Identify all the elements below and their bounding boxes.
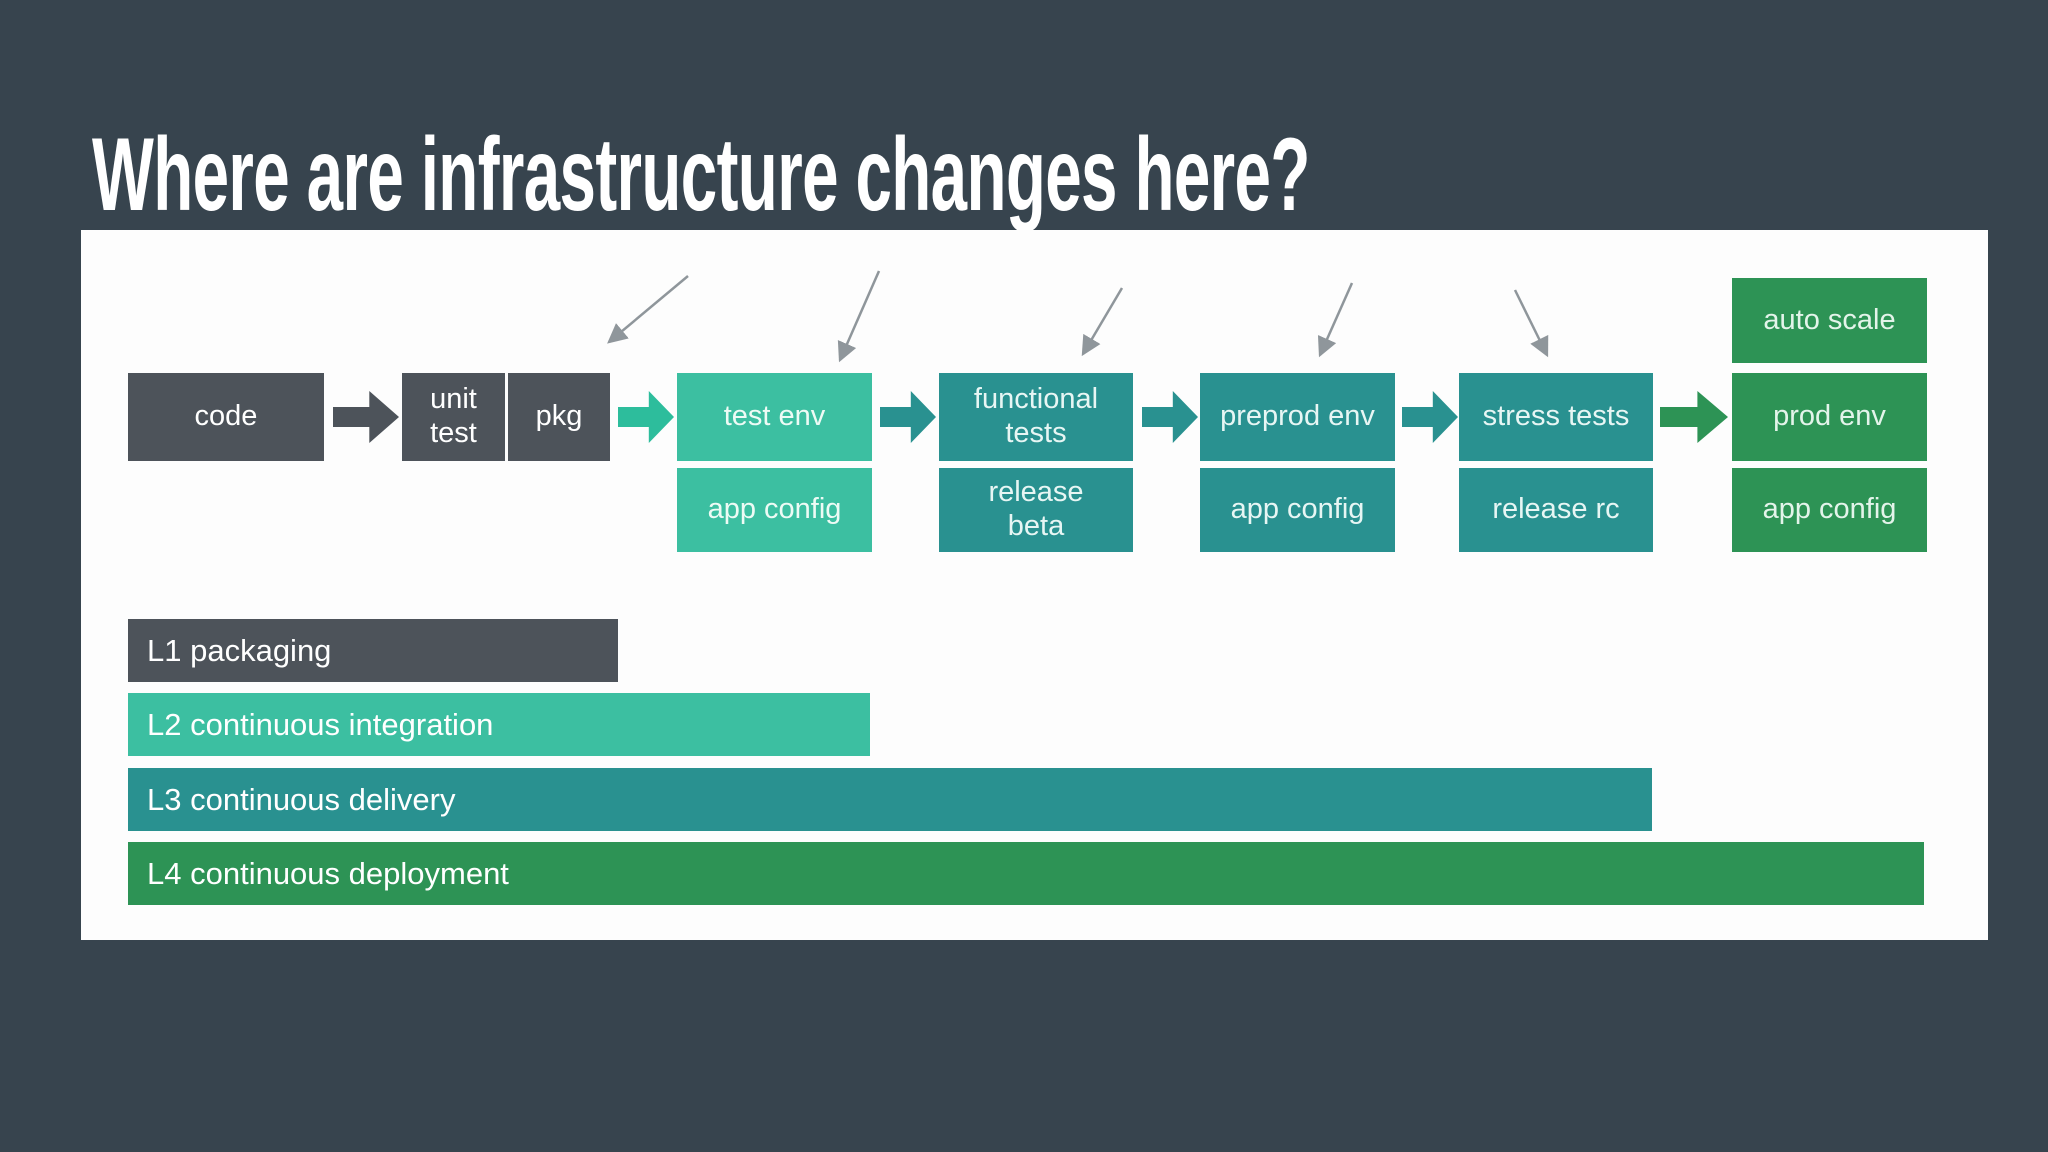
- stage-prod-env: prod env: [1732, 373, 1927, 461]
- right-arrow-icon: [1660, 391, 1728, 443]
- level-bar-l4: L4 continuous deployment: [128, 842, 1924, 905]
- diagram-panel: code unit test pkg test env functional t…: [81, 230, 1988, 940]
- right-arrow-icon: [333, 391, 399, 443]
- stage-functional-tests: functional tests: [939, 373, 1133, 461]
- stage-unit-test: unit test: [402, 373, 505, 461]
- level-label: L2 continuous integration: [147, 706, 494, 742]
- substage-release-rc: release rc: [1459, 468, 1653, 552]
- level-label: L3 continuous delivery: [147, 781, 456, 817]
- right-arrow-icon: [618, 391, 674, 443]
- stage-label: preprod env: [1220, 400, 1375, 433]
- stage-code: code: [128, 373, 324, 461]
- level-bar-l1: L1 packaging: [128, 619, 618, 682]
- level-label: L4 continuous deployment: [147, 855, 509, 891]
- stage-preprod-env: preprod env: [1200, 373, 1395, 461]
- substage-label: release beta: [988, 476, 1084, 542]
- diagonal-pointer-arrow-icon: [607, 275, 689, 344]
- stage-label: unit test: [430, 383, 477, 449]
- page-title: Where are infrastructure changes here?: [92, 117, 1310, 233]
- substage-label: app config: [1762, 493, 1897, 526]
- diagonal-pointer-arrow-icon: [1513, 289, 1549, 358]
- stage-label: stress tests: [1482, 400, 1630, 433]
- stage-label: code: [194, 400, 258, 433]
- diagonal-pointer-arrow-icon: [1317, 282, 1354, 358]
- stage-auto-scale: auto scale: [1732, 278, 1927, 363]
- stage-label: functional tests: [973, 383, 1099, 449]
- stage-test-env: test env: [677, 373, 872, 461]
- stage-label: pkg: [535, 400, 583, 433]
- substage-release-beta: release beta: [939, 468, 1133, 552]
- substage-app-config-preprod: app config: [1200, 468, 1395, 552]
- right-arrow-icon: [1402, 391, 1458, 443]
- right-arrow-icon: [880, 391, 936, 443]
- stage-pkg: pkg: [508, 373, 610, 461]
- diagonal-pointer-arrow-icon: [837, 270, 881, 363]
- stage-label: test env: [723, 400, 826, 433]
- stage-label: auto scale: [1763, 303, 1896, 336]
- substage-label: app config: [707, 493, 842, 526]
- right-arrow-icon: [1142, 391, 1198, 443]
- level-bar-l3: L3 continuous delivery: [128, 768, 1652, 831]
- substage-label: release rc: [1492, 493, 1620, 526]
- pointer-arrows-layer: [607, 270, 1549, 363]
- level-bar-l2: L2 continuous integration: [128, 693, 870, 756]
- stage-stress-tests: stress tests: [1459, 373, 1653, 461]
- substage-label: app config: [1230, 493, 1365, 526]
- substage-app-config-test: app config: [677, 468, 872, 552]
- substage-app-config-prod: app config: [1732, 468, 1927, 552]
- diagonal-pointer-arrow-icon: [1081, 287, 1124, 357]
- stage-label: prod env: [1773, 400, 1886, 433]
- level-label: L1 packaging: [147, 632, 332, 668]
